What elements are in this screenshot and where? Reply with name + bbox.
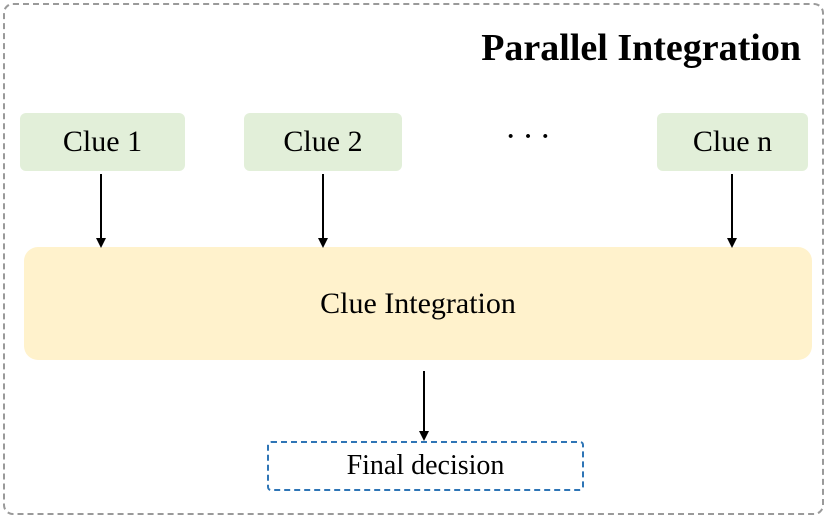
clue-box-1: Clue 1 [20, 113, 185, 171]
clue-box-2: Clue 2 [244, 113, 402, 171]
clue-integration-box: Clue Integration [24, 247, 812, 360]
diagram-title: Parallel Integration [481, 27, 801, 69]
clue-box-n: Clue n [657, 113, 808, 171]
final-decision-box: Final decision [267, 441, 584, 491]
ellipsis: ··· [505, 118, 557, 155]
outer-frame [3, 3, 824, 515]
